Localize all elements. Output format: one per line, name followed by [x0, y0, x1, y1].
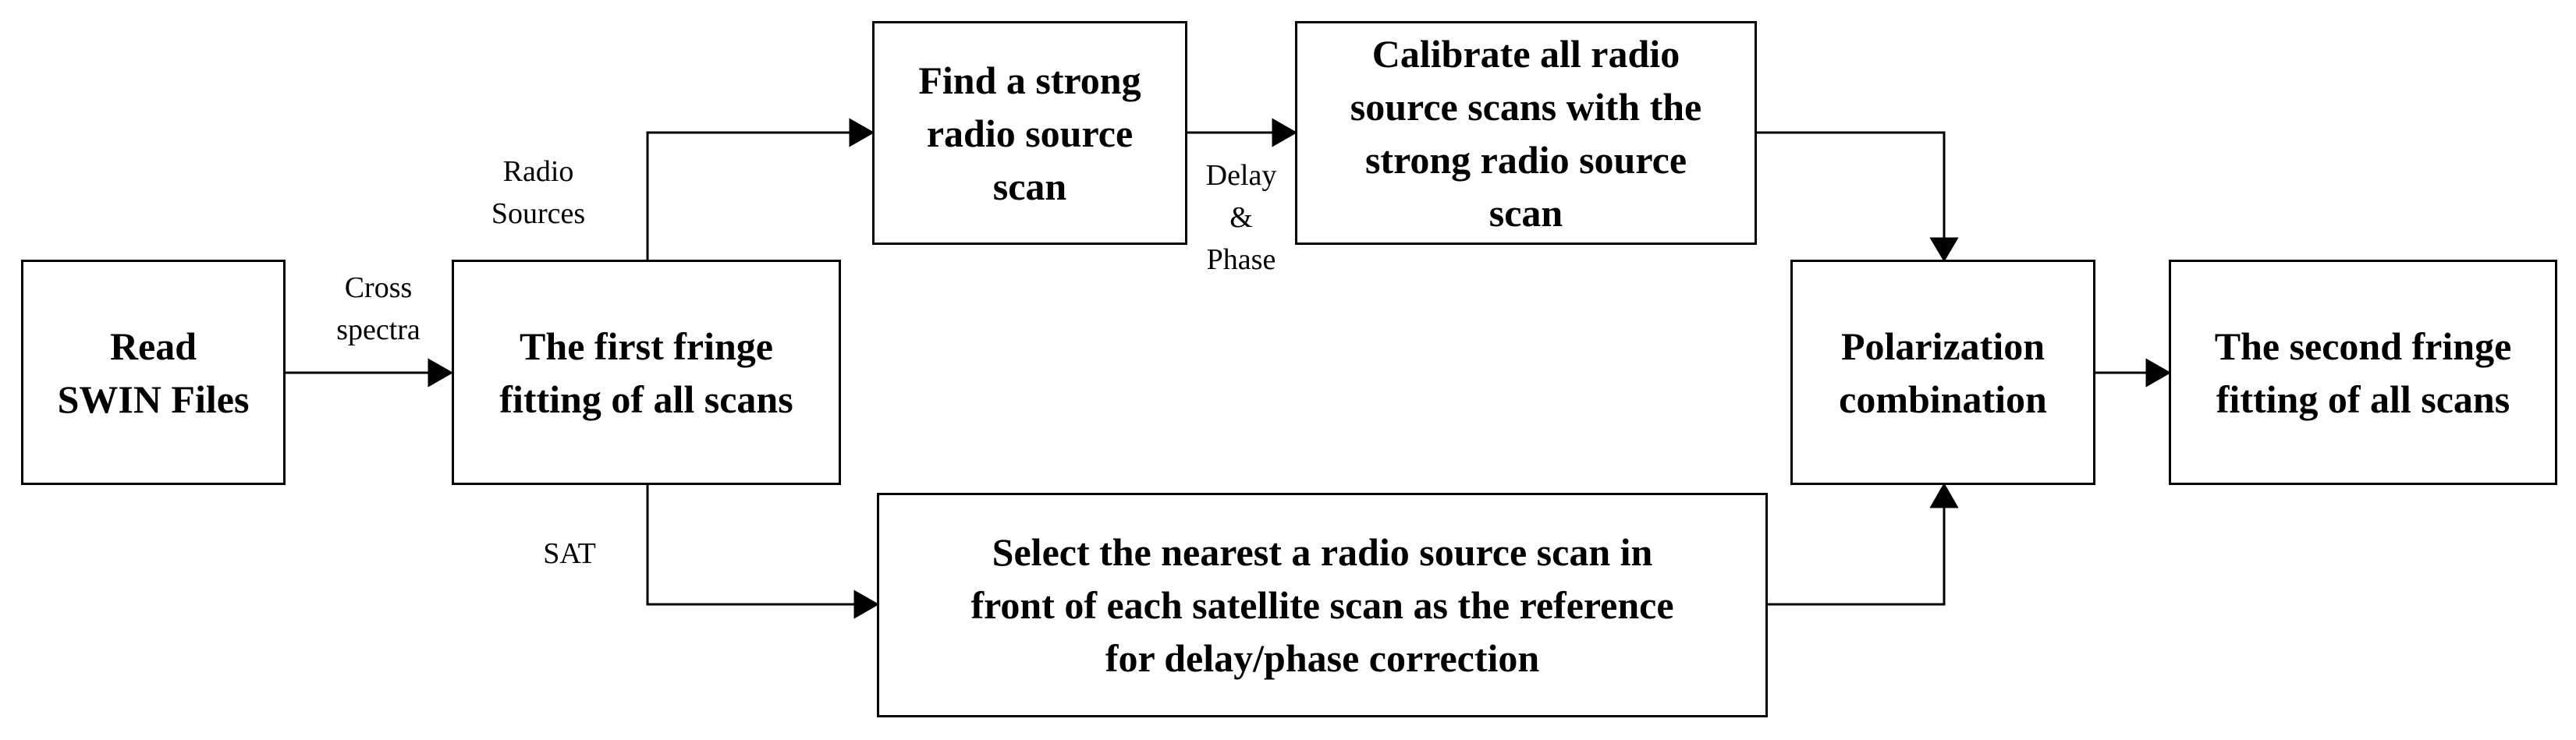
arrowhead-calibrate-to-polarization — [1929, 237, 1959, 262]
edge-label-sat: SAT — [543, 537, 596, 570]
arrowhead-first-fringe-to-find-strong — [849, 118, 875, 147]
node-calibrate-radio-scans: Calibrate all radio source scans with th… — [1295, 21, 1757, 245]
arrowhead-find-strong-to-calibrate — [1272, 118, 1298, 147]
edge-label-cross-spectra: Cross spectra — [336, 271, 420, 346]
node-read-swin-files: Read SWIN Files — [21, 260, 286, 485]
arrow-select-nearest-to-polarization — [1768, 507, 1946, 606]
node-first-fringe-fitting: The first fringe fitting of all scans — [452, 260, 841, 485]
node-second-fringe-fitting: The second fringe fitting of all scans — [2169, 260, 2557, 485]
node-polarization-combination: Polarization combination — [1790, 260, 2095, 485]
arrowhead-first-fringe-to-select-nearest — [853, 590, 880, 619]
edge-label-delay-phase: Delay & Phase — [1205, 159, 1277, 276]
arrowhead-polarization-to-second-fringe — [2145, 358, 2172, 388]
arrow-first-fringe-to-find-strong — [646, 131, 850, 260]
node-find-strong-radio-source: Find a strong radio source scan — [872, 21, 1187, 245]
node-select-nearest-radio-scan: Select the nearest a radio source scan i… — [877, 493, 1768, 717]
arrow-first-fringe-to-select-nearest — [646, 485, 855, 606]
edge-label-radio-sources: Radio Sources — [491, 155, 586, 230]
arrowhead-read-to-first-fringe — [428, 358, 454, 388]
arrowhead-select-nearest-to-polarization — [1929, 482, 1959, 508]
arrow-calibrate-to-polarization — [1757, 131, 1946, 239]
